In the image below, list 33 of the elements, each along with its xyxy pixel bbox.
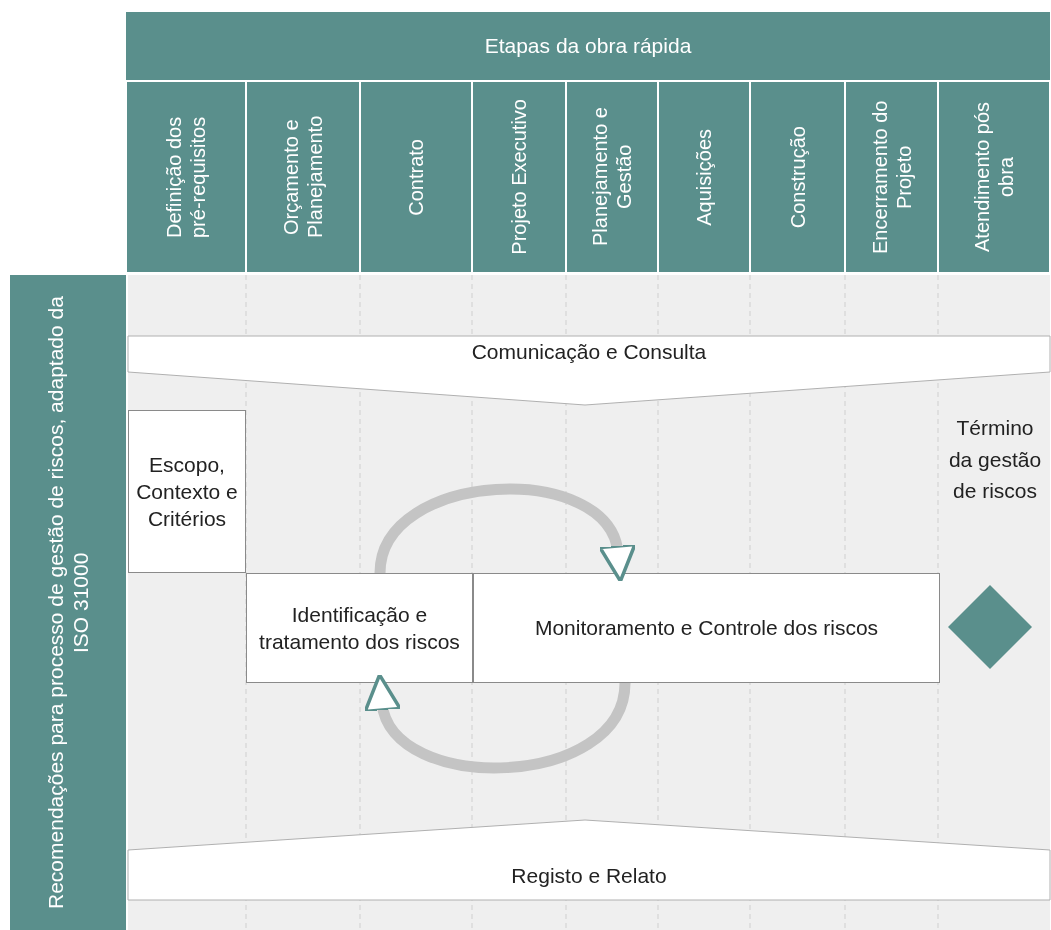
column-header	[939, 82, 1049, 272]
column-title: Contrato	[404, 138, 428, 216]
process-box: Monitoramento e Controle dos riscos	[473, 573, 940, 683]
column-title: Planejamento e Gestão	[588, 106, 636, 249]
column-header	[473, 82, 565, 272]
column-title: Construção	[785, 125, 810, 229]
stage-label: Término da gestão de riscos	[947, 415, 1043, 504]
curved-arrow	[365, 674, 631, 774]
band-label: Registo e Relato	[510, 863, 668, 889]
column-title: Recomendações para processo de gestão de riscos, adaptado da ISO 31000	[42, 295, 93, 911]
process-box: Identificação e tratamento dos riscos	[246, 573, 473, 683]
column-title: Definição dos pré-requisitos	[162, 115, 210, 240]
decision-diamond	[948, 585, 1032, 669]
column-header	[127, 82, 245, 272]
column-header	[567, 82, 657, 272]
side-band	[10, 275, 126, 930]
column-header	[751, 82, 844, 272]
curved-arrow	[374, 484, 635, 582]
chevron-band	[127, 819, 1051, 901]
column-title: Atendimento pós obra	[970, 100, 1018, 255]
header-title: Etapas da obra rápida	[484, 34, 692, 58]
header-band	[126, 12, 1050, 80]
chevron-band	[127, 335, 1051, 406]
column-title: Projeto Executivo	[507, 99, 531, 255]
column-title: Orçamento e Planejamento	[279, 114, 327, 241]
column-header	[361, 82, 471, 272]
column-header	[659, 82, 749, 272]
column-title: Aquisições	[692, 128, 716, 226]
column-header	[846, 82, 937, 272]
band-label: Comunicação e Consulta	[470, 339, 708, 365]
column-header	[247, 82, 359, 272]
column-title: Encerramento do Projeto	[867, 99, 916, 256]
process-box: Escopo, Contexto e Critérios	[128, 410, 246, 573]
